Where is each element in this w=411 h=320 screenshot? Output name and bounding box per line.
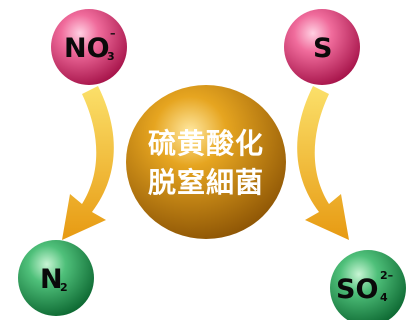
sulfate-charge: 2–	[380, 269, 393, 282]
nitrate-formula: NO	[64, 33, 110, 64]
nitrogen-subscript: 2	[60, 281, 68, 294]
node-nitrogen: N 2	[18, 240, 94, 316]
sulfate-formula: SO	[336, 274, 378, 305]
nitrate-charge: –	[110, 27, 116, 40]
sulfate-subscript: 4	[380, 291, 388, 304]
node-nitrate: NO 3 –	[51, 9, 127, 85]
node-sulfate: SO 4 2–	[330, 250, 406, 320]
center-label-line2: 脱窒細菌	[148, 166, 264, 199]
center-label-line1: 硫黄酸化	[148, 127, 264, 160]
arrow-nitrate-to-nitrogen	[62, 86, 114, 240]
sulfur-formula: S	[313, 33, 332, 64]
nitrogen-formula: N	[40, 264, 63, 295]
arrow-sulfur-to-sulfate	[297, 86, 349, 240]
node-sulfur: S	[284, 9, 360, 85]
nitrate-subscript: 3	[107, 50, 115, 63]
node-bacteria: 硫黄酸化 脱窒細菌	[126, 85, 286, 239]
